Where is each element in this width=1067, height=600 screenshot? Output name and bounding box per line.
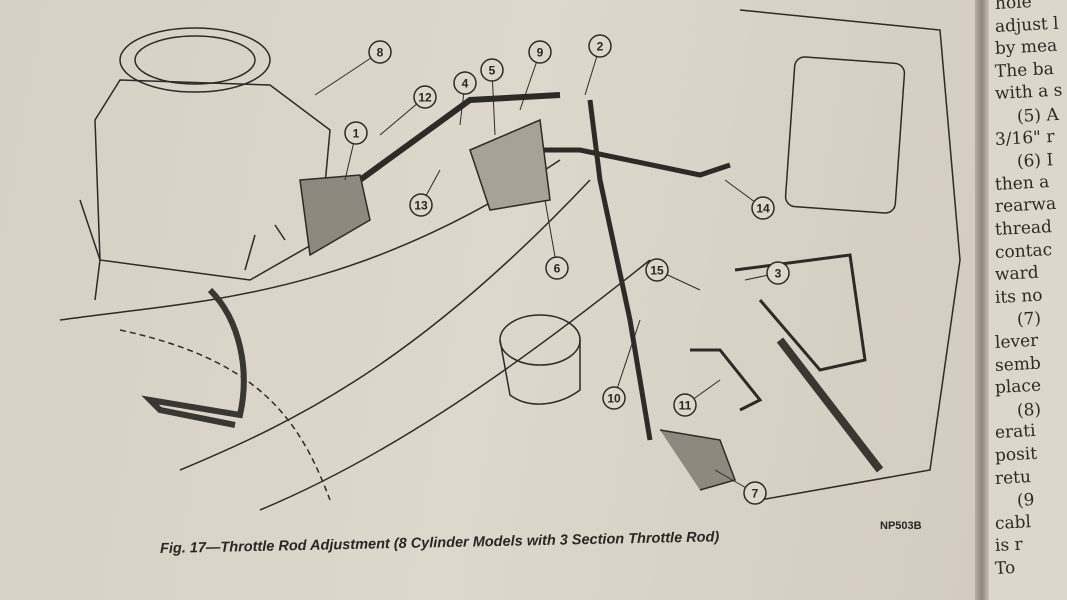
right-page-line: (8): [1016, 399, 1042, 421]
right-page-line: rearwa: [994, 194, 1057, 218]
svg-text:10: 10: [607, 392, 621, 406]
callout-15: 15: [645, 258, 669, 282]
callout-2: 2: [588, 34, 612, 58]
master-cylinder-cap: [499, 314, 581, 366]
carburetor-air-horn: [119, 27, 271, 93]
svg-text:8: 8: [377, 46, 384, 60]
throttle-rod-diagram: 8 12 4 5 9 2 1 13 6 14 15 3 10 11 7: [59, 9, 961, 511]
carburetor-body: [94, 79, 331, 281]
right-page-line: then a: [994, 171, 1050, 195]
throttle-rod-lower: [587, 99, 653, 441]
callout-6: 6: [545, 256, 569, 280]
svg-text:13: 13: [414, 199, 428, 213]
right-page-line: (5) A: [1016, 104, 1060, 127]
svg-text:1: 1: [353, 127, 360, 141]
callout-10: 10: [602, 386, 626, 410]
lever-11: [690, 348, 763, 412]
book-gutter: [975, 0, 989, 600]
right-page-line: 3/16" r: [994, 126, 1055, 150]
linkage-1: [299, 174, 371, 257]
callout-14: 14: [751, 196, 775, 220]
right-page-line: retu: [994, 466, 1032, 489]
right-page-line: hole: [994, 0, 1033, 14]
right-page-line: cabl: [994, 511, 1032, 534]
callout-7: 7: [743, 481, 767, 505]
right-page-line: by mea: [994, 35, 1058, 60]
right-page-line: semb: [994, 353, 1042, 376]
svg-text:3: 3: [775, 267, 782, 281]
pedal-bracket-3: [734, 253, 867, 372]
right-page-line: contac: [994, 239, 1053, 263]
bracket-9: [469, 118, 551, 211]
right-page-line: is r: [994, 534, 1024, 557]
accelerator-pedal: [141, 287, 247, 428]
svg-text:6: 6: [554, 262, 561, 276]
lever-7: [659, 429, 736, 491]
callout-3: 3: [766, 261, 790, 285]
right-page-line: To: [994, 557, 1016, 579]
callout-13: 13: [409, 193, 433, 217]
svg-text:7: 7: [752, 487, 759, 501]
svg-text:4: 4: [462, 77, 469, 91]
callout-11: 11: [673, 393, 697, 417]
callout-9: 9: [528, 40, 552, 64]
svg-text:5: 5: [489, 64, 496, 78]
svg-text:11: 11: [679, 399, 692, 413]
callout-12: 12: [413, 85, 437, 109]
svg-text:12: 12: [418, 91, 432, 105]
right-page-line: (9: [1016, 490, 1035, 512]
callout-1: 1: [344, 121, 368, 145]
callout-5: 5: [480, 58, 504, 82]
engine-outline: [59, 159, 651, 511]
firewall: [739, 9, 961, 501]
svg-text:14: 14: [756, 202, 770, 216]
svg-text:15: 15: [650, 264, 664, 278]
callout-8: 8: [368, 40, 392, 64]
right-page-line: erati: [994, 421, 1037, 444]
right-page-line: thread: [994, 217, 1053, 240]
right-page-line: lever: [994, 330, 1039, 353]
figure-code: NP503B: [880, 520, 922, 532]
right-page-line: with a s: [994, 80, 1063, 105]
right-page-line: (7): [1016, 309, 1042, 331]
right-page-line: posit: [994, 443, 1038, 466]
svg-text:2: 2: [597, 40, 604, 54]
right-page-line: ward: [994, 262, 1040, 286]
right-page-line: The ba: [994, 58, 1055, 82]
right-page-line: place: [994, 375, 1042, 399]
throttle-rod-upper: [358, 92, 561, 183]
right-page-line: (6) I: [1016, 150, 1054, 173]
callout-4: 4: [453, 71, 477, 95]
right-page-line: its no: [994, 285, 1044, 308]
svg-text:9: 9: [537, 46, 544, 60]
right-page-line: adjust l: [994, 13, 1060, 37]
